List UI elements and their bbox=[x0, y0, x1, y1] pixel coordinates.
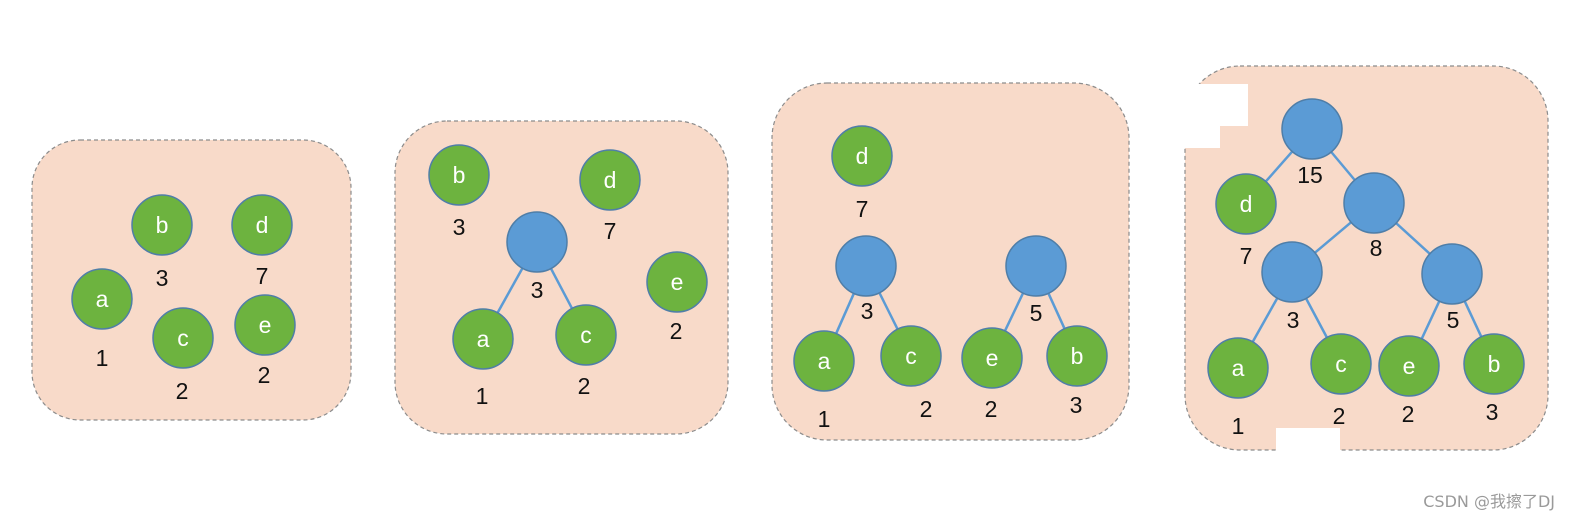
edge-ac-a bbox=[1251, 297, 1279, 343]
node-weight-a: 1 bbox=[1232, 413, 1245, 439]
node-label-b: b bbox=[156, 212, 169, 238]
node-weight-a: 1 bbox=[476, 383, 489, 409]
leaf-node-b bbox=[1046, 325, 1108, 387]
node-label-d: d bbox=[1240, 191, 1253, 217]
edge-ac-c bbox=[549, 267, 574, 310]
node-label-d: d bbox=[856, 143, 869, 169]
node-label-b: b bbox=[453, 162, 466, 188]
watermark: CSDN @我擦了DJ bbox=[1423, 492, 1555, 511]
panel-3: d 7 3 5 a 1 c 2 e 2 b 3 bbox=[771, 82, 1130, 441]
edge-root-d bbox=[1264, 150, 1294, 183]
leaf-node-e bbox=[234, 294, 296, 356]
internal-node-ac bbox=[1261, 241, 1323, 303]
panel-notch bbox=[1180, 84, 1248, 126]
leaf-node-d bbox=[1215, 173, 1277, 235]
node-weight-root: 15 bbox=[1297, 162, 1323, 188]
internal-node-eb bbox=[1421, 243, 1483, 305]
internal-node-root bbox=[1281, 98, 1343, 160]
node-weight-b: 3 bbox=[156, 265, 169, 291]
edge-eb-b bbox=[1047, 292, 1066, 330]
edge-eb-e bbox=[1420, 300, 1441, 340]
internal-node-eb bbox=[1005, 235, 1067, 297]
node-weight-e: 2 bbox=[258, 362, 271, 388]
leaf-node-a bbox=[71, 268, 133, 330]
panel-notch bbox=[1276, 428, 1340, 454]
node-weight-eb: 5 bbox=[1030, 300, 1043, 326]
edge-n8-eb bbox=[1395, 222, 1431, 255]
node-weight-c: 2 bbox=[1333, 403, 1346, 429]
node-weight-d: 7 bbox=[1240, 243, 1253, 269]
panel-notch bbox=[1180, 126, 1220, 148]
node-label-c: c bbox=[905, 343, 917, 369]
edge-ac-c bbox=[1304, 297, 1329, 339]
node-label-d: d bbox=[604, 167, 617, 193]
edge-n8-ac bbox=[1314, 221, 1352, 254]
leaf-node-a bbox=[452, 308, 514, 370]
node-weight-d: 7 bbox=[856, 196, 869, 222]
edge-eb-b bbox=[1463, 300, 1483, 338]
leaf-node-c bbox=[555, 304, 617, 366]
node-weight-c: 2 bbox=[176, 378, 189, 404]
node-weight-ac: 3 bbox=[861, 298, 874, 324]
node-label-a: a bbox=[96, 286, 109, 312]
node-weight-b: 3 bbox=[453, 214, 466, 240]
leaf-node-e bbox=[1378, 335, 1440, 397]
leaf-node-d bbox=[231, 194, 293, 256]
leaf-node-b bbox=[428, 144, 490, 206]
node-label-a: a bbox=[477, 326, 490, 352]
node-label-b: b bbox=[1488, 351, 1501, 377]
leaf-node-c bbox=[152, 307, 214, 369]
leaf-node-b bbox=[1463, 333, 1525, 395]
node-label-c: c bbox=[580, 322, 592, 348]
node-weight-e: 2 bbox=[670, 318, 683, 344]
node-label-e: e bbox=[259, 312, 272, 338]
node-weight-c: 2 bbox=[578, 373, 591, 399]
leaf-node-d bbox=[831, 125, 893, 187]
internal-node-ac bbox=[835, 235, 897, 297]
leaf-node-c bbox=[1310, 333, 1372, 395]
node-weight-a: 1 bbox=[96, 345, 109, 371]
internal-node-n8 bbox=[1343, 172, 1405, 234]
leaf-node-b bbox=[131, 194, 193, 256]
node-weight-e: 2 bbox=[985, 396, 998, 422]
edge-root-n8 bbox=[1330, 151, 1356, 181]
node-weight-b: 3 bbox=[1486, 399, 1499, 425]
node-weight-ac: 3 bbox=[1287, 307, 1300, 333]
node-label-a: a bbox=[818, 348, 831, 374]
edge-ac-c bbox=[878, 292, 899, 330]
node-weight-c: 2 bbox=[920, 396, 933, 422]
node-label-e: e bbox=[671, 269, 684, 295]
panel-4: 15 d 7 8 3 5 a 1 c 2 e 2 b 3 bbox=[1180, 65, 1549, 454]
node-label-e: e bbox=[1403, 353, 1416, 379]
node-weight-b: 3 bbox=[1070, 392, 1083, 418]
leaf-node-d bbox=[579, 149, 641, 211]
node-weight-e: 2 bbox=[1402, 401, 1415, 427]
node-weight-ac: 3 bbox=[531, 277, 544, 303]
edge-eb-e bbox=[1003, 292, 1025, 332]
internal-node-ac bbox=[506, 211, 568, 273]
node-label-e: e bbox=[986, 345, 999, 371]
node-label-a: a bbox=[1232, 355, 1245, 381]
leaf-node-e bbox=[646, 251, 708, 313]
node-weight-eb: 5 bbox=[1447, 307, 1460, 333]
leaf-node-a bbox=[1207, 337, 1269, 399]
leaf-node-a bbox=[793, 330, 855, 392]
leaf-node-c bbox=[880, 325, 942, 387]
node-weight-d: 7 bbox=[604, 218, 617, 244]
leaf-node-e bbox=[961, 327, 1023, 389]
panel-2: b 3 d 7 3 e 2 a 1 c 2 bbox=[394, 120, 729, 435]
node-weight-d: 7 bbox=[256, 263, 269, 289]
panel-1: b 3 d 7 a 1 c 2 e 2 bbox=[31, 139, 352, 421]
node-label-c: c bbox=[177, 325, 189, 351]
edge-ac-a bbox=[834, 292, 856, 335]
node-label-d: d bbox=[256, 212, 269, 238]
node-weight-n8: 8 bbox=[1370, 235, 1383, 261]
node-weight-a: 1 bbox=[818, 406, 831, 432]
edge-ac-a bbox=[496, 267, 524, 314]
panel-background bbox=[1184, 65, 1549, 451]
node-label-b: b bbox=[1071, 343, 1084, 369]
node-label-c: c bbox=[1335, 351, 1347, 377]
